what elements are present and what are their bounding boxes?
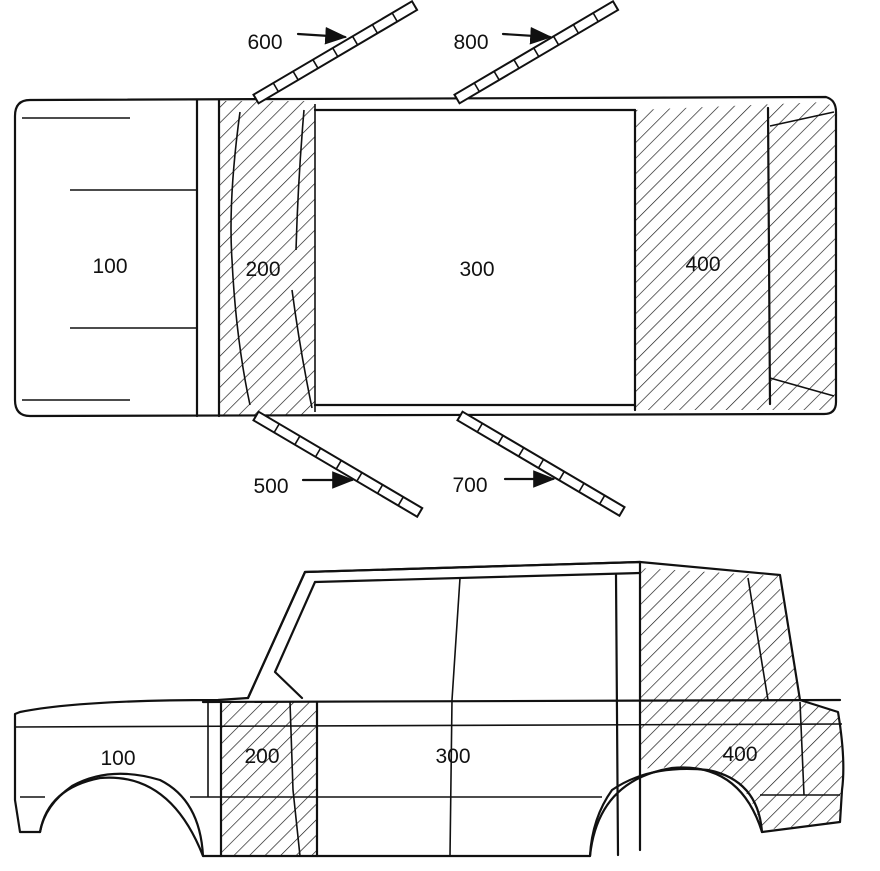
door-600: 600 <box>247 0 419 105</box>
rear-corner-line <box>799 701 805 796</box>
window-frame <box>246 560 642 700</box>
top-label-400: 400 <box>685 253 720 276</box>
b-pillar <box>614 573 620 857</box>
region-200-curve <box>291 109 313 409</box>
region-200-curve <box>230 111 251 406</box>
side-label-400: 400 <box>722 743 757 766</box>
side-label-100: 100 <box>100 747 135 770</box>
side-label-300: 300 <box>435 745 470 768</box>
door-segments <box>476 422 606 505</box>
belt-line <box>14 723 843 728</box>
door-label-800: 800 <box>453 31 488 54</box>
door-800: 800 <box>453 0 620 105</box>
top-body-outline <box>13 95 838 418</box>
door-segments <box>272 12 398 93</box>
top-region-400-hatch <box>635 102 836 410</box>
front-wheel-arch <box>38 776 205 858</box>
door-label-700: 700 <box>452 474 487 497</box>
top-label-100: 100 <box>92 255 127 278</box>
tailgate-corner <box>769 111 835 397</box>
front-door-edge <box>289 701 301 857</box>
side-region-400-hatch <box>640 568 843 830</box>
door-segments <box>273 423 404 506</box>
tailgate-line <box>766 106 772 406</box>
top-label-300: 300 <box>459 258 494 281</box>
rear-window-edge <box>747 577 769 701</box>
top-label-200: 200 <box>245 258 280 281</box>
side-view: 100 200 300 400 <box>13 560 845 866</box>
door-label-500: 500 <box>253 475 288 498</box>
door-600-arrow <box>296 26 348 45</box>
door-700: 700 <box>452 410 626 518</box>
side-label-200: 200 <box>244 745 279 768</box>
door-label-600: 600 <box>247 31 282 54</box>
side-region-200-hatch <box>221 702 317 855</box>
roof-edge <box>313 108 637 407</box>
top-view: 100 200 300 400 600 800 500 <box>13 0 838 519</box>
door-split-line <box>449 577 461 857</box>
door-segments <box>473 12 599 93</box>
door-500: 500 <box>252 410 424 519</box>
window-sill-line <box>201 698 842 704</box>
door-panel <box>252 410 424 519</box>
door-800-arrow <box>501 26 553 45</box>
rear-wheel-arch <box>588 766 764 858</box>
